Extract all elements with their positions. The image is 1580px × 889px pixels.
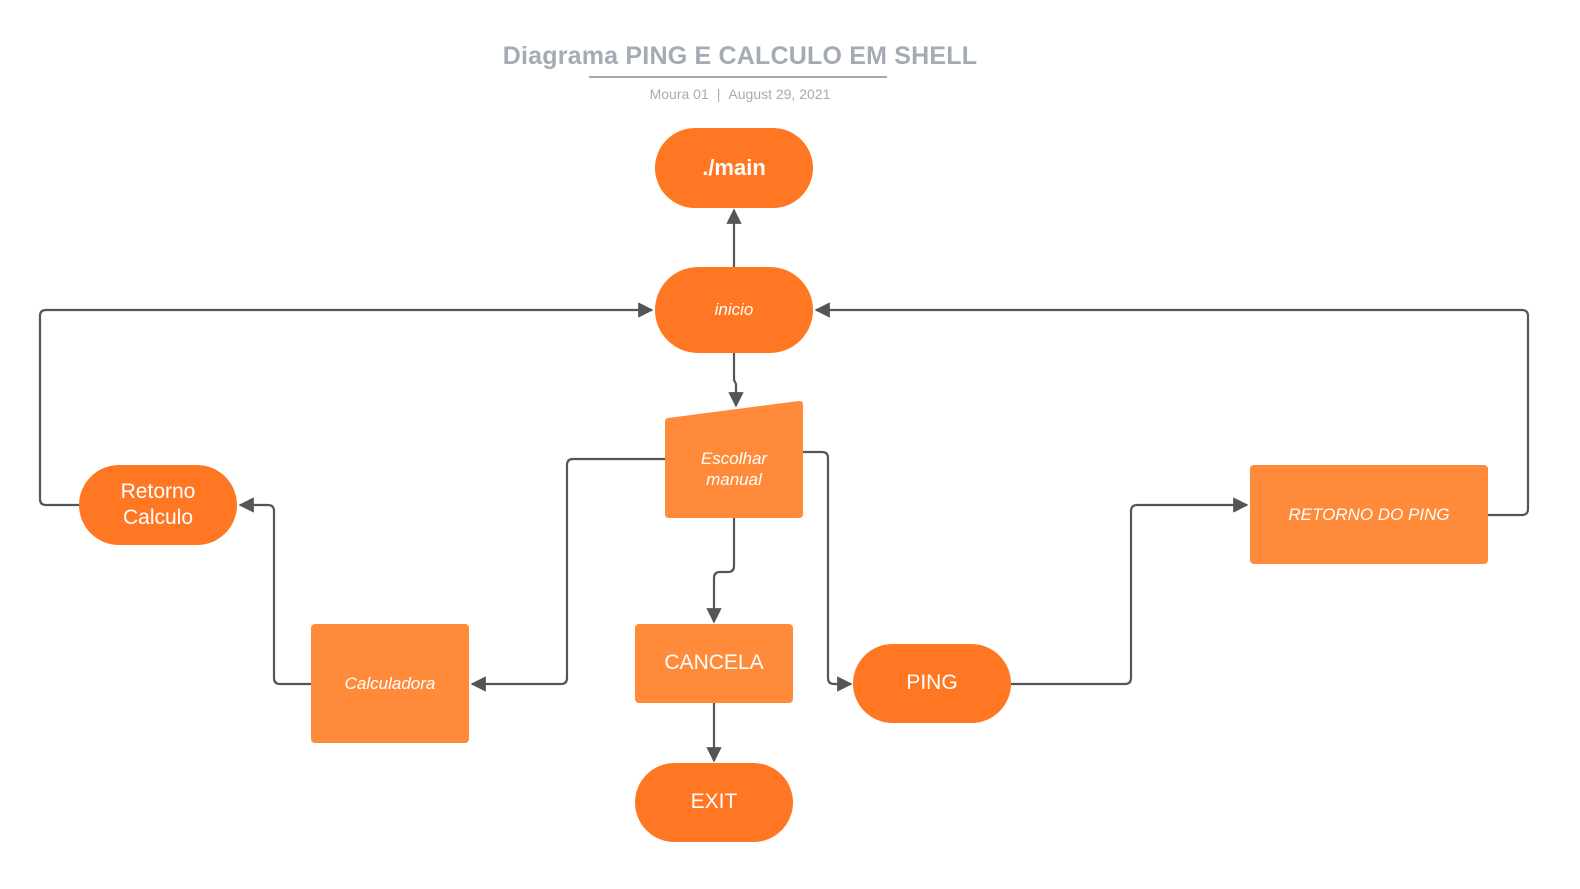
node-escolhar-label-line2: manual (706, 470, 762, 489)
node-retorno-calculo-line2: Calculo (122, 506, 194, 529)
node-calculadora-label: Calculadora (344, 673, 436, 693)
node-retorno-calculo-line1: Retorno (120, 479, 196, 503)
edge-retorno-calculo-to-inicio (38, 302, 654, 507)
node-exit-label: EXIT (690, 790, 738, 814)
subtitle-separator: | (716, 86, 721, 102)
edge-escolhar-to-ping (803, 450, 853, 692)
edge-escolhar-to-calculadora (470, 457, 665, 692)
node-cancela-label: CANCELA (664, 651, 764, 675)
edge-escolhar-to-cancela (706, 518, 736, 624)
node-retorno-ping[interactable]: RETORNO DO PING (1250, 465, 1488, 564)
edge-retorno-ping-to-inicio (814, 302, 1530, 517)
node-exit[interactable]: EXIT (635, 763, 793, 842)
node-ping-label: PING (906, 671, 958, 695)
node-retorno-calculo[interactable]: Retorno Calculo (79, 465, 237, 545)
edge-calculadora-to-retorno-calculo (238, 497, 311, 686)
diagram-subtitle: Moura 01 | August 29, 2021 (540, 86, 940, 102)
node-inicio-label: inicio (714, 300, 754, 320)
author-label: Moura 01 (649, 86, 709, 102)
title-underline (589, 76, 887, 78)
node-inicio[interactable]: inicio (655, 267, 813, 353)
node-ping[interactable]: PING (853, 644, 1011, 723)
node-cancela[interactable]: CANCELA (635, 624, 793, 703)
node-main-label: ./main (702, 155, 766, 181)
edge-ping-to-retorno-ping (1011, 497, 1249, 686)
escolhar-manual-shape[interactable] (665, 400, 803, 518)
edge-inicio-to-escolhar (728, 353, 744, 408)
node-escolhar-label-line1: Escolhar (700, 448, 768, 468)
node-retorno-ping-label: RETORNO DO PING (1288, 504, 1450, 524)
node-escolhar-manual[interactable]: Escolhar manual (665, 420, 803, 518)
node-main[interactable]: ./main (655, 128, 813, 208)
node-calculadora[interactable]: Calculadora (311, 624, 469, 743)
diagram-title: Diagrama PING E CALCULO EM SHELL (502, 42, 978, 70)
date-label: August 29, 2021 (728, 86, 831, 102)
